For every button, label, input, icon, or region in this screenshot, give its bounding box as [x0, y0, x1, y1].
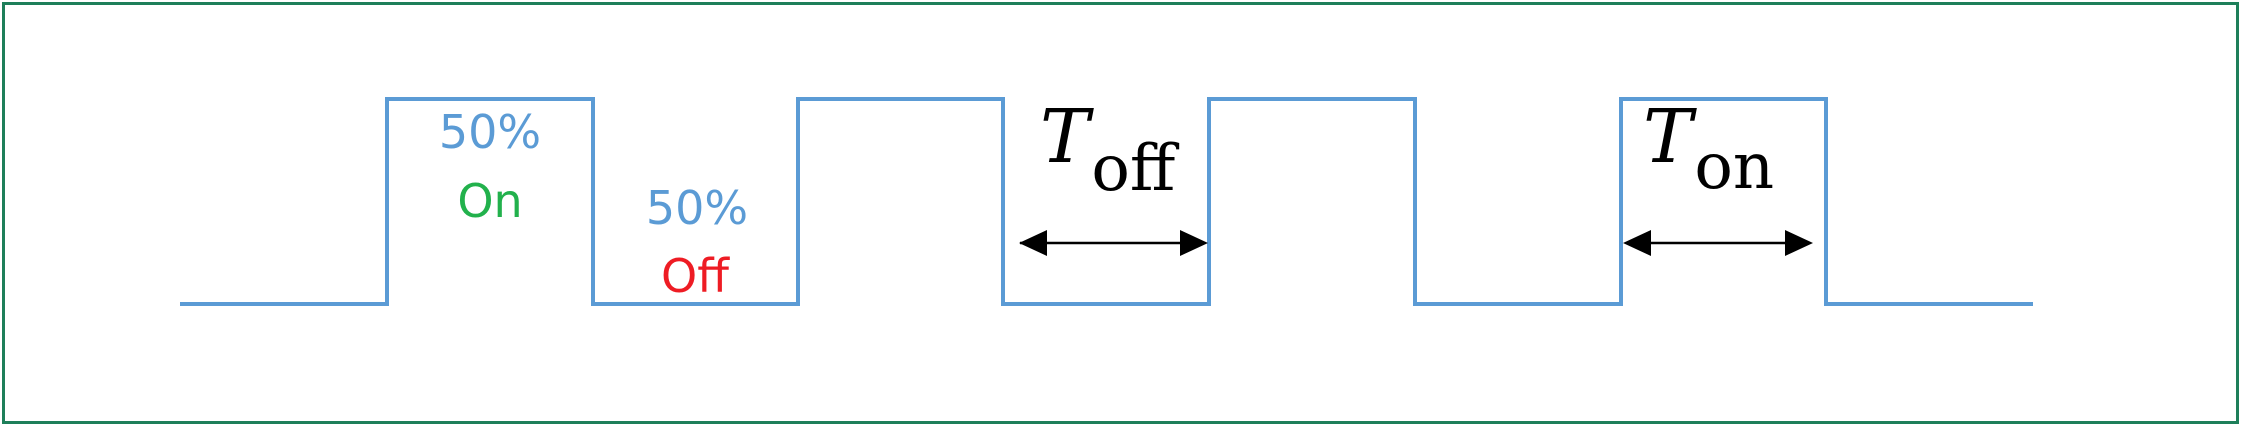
- diagram-frame: [2, 2, 2239, 424]
- on-percent-label: 50%: [439, 105, 541, 159]
- t-on-symbol: T: [1643, 94, 1697, 180]
- square-wave-line: [180, 97, 2033, 306]
- t-off-annotation: Toff: [1019, 94, 1208, 256]
- t-off-symbol: T: [1040, 94, 1094, 180]
- off-percent-label: 50%: [646, 181, 748, 235]
- t-on-arrow-right-icon: [1785, 230, 1813, 256]
- on-state-label: On: [457, 174, 522, 228]
- t-on-annotation: Ton: [1623, 94, 1813, 256]
- off-state-label: Off: [661, 249, 730, 303]
- svg-text:Ton: Ton: [1643, 94, 1774, 204]
- t-off-subscript: off: [1091, 132, 1180, 206]
- t-on-subscript: on: [1694, 130, 1774, 204]
- svg-text:Toff: Toff: [1040, 94, 1180, 206]
- t-off-arrow-left-icon: [1019, 230, 1047, 256]
- t-off-arrow-right-icon: [1180, 230, 1208, 256]
- t-on-arrow-left-icon: [1623, 230, 1651, 256]
